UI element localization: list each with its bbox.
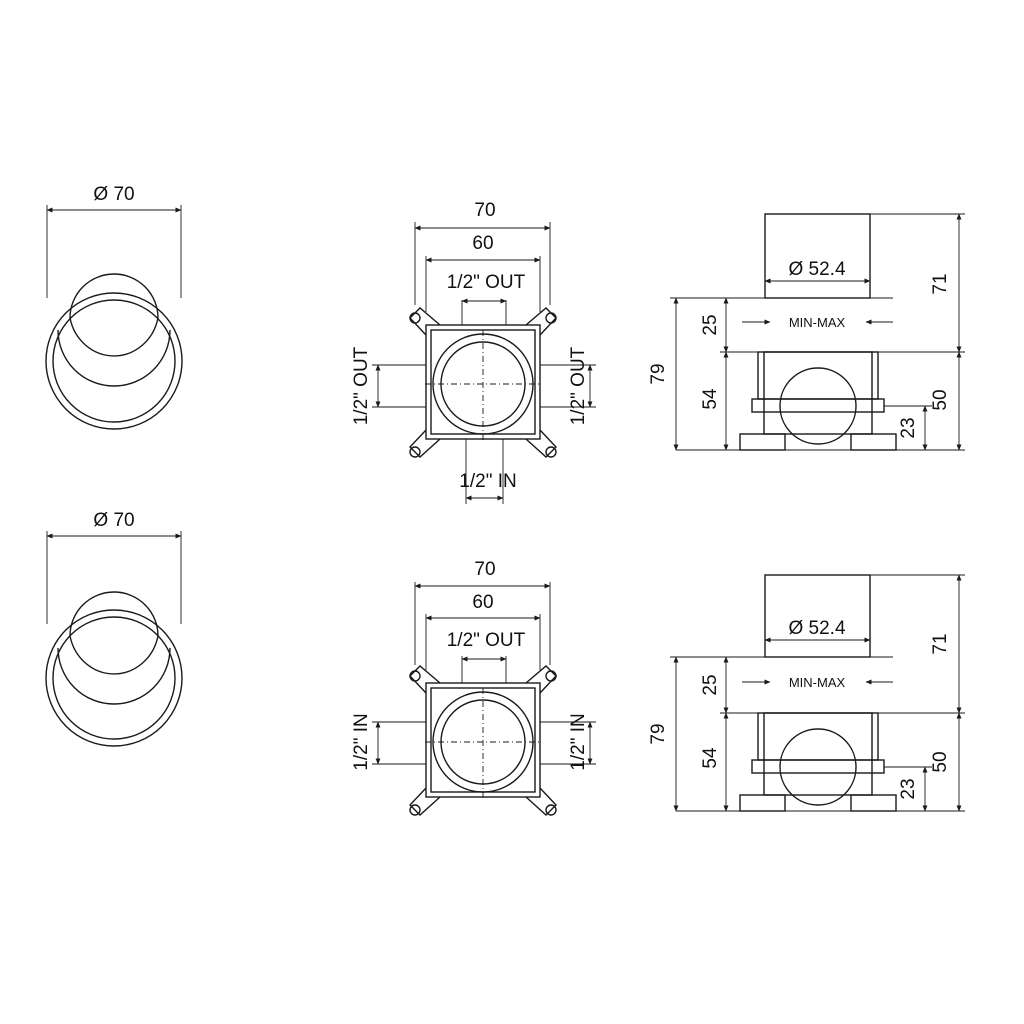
row-1: Ø 70 70 60 1/2" OUT xyxy=(45,184,965,504)
diameter-52-label: Ø 52.4 xyxy=(788,618,845,639)
height-79-label: 79 xyxy=(648,723,669,744)
knob-diameter-label: Ø 70 xyxy=(93,510,134,531)
top-port-label: 1/2" OUT xyxy=(447,630,526,651)
height-71-label: 71 xyxy=(930,273,951,294)
height-50-label: 50 xyxy=(930,751,951,772)
height-54-label: 54 xyxy=(700,388,721,410)
height-50-label: 50 xyxy=(930,389,951,410)
mounting-bracket-tl xyxy=(409,665,441,694)
knob-lever-arc xyxy=(57,329,171,387)
diameter-52-label: Ø 52.4 xyxy=(788,259,845,280)
mounting-bracket-br xyxy=(525,787,557,816)
mounting-bracket-bl xyxy=(409,787,441,816)
height-23-label: 23 xyxy=(898,417,919,438)
front-view-1: 70 60 1/2" OUT xyxy=(351,200,596,504)
row-2: Ø 70 70 60 1/2" OUT xyxy=(45,510,965,816)
mounting-bracket-tr xyxy=(525,307,557,336)
mounting-bracket-tr xyxy=(525,665,557,694)
width-60-label: 60 xyxy=(472,592,493,613)
top-port-label: 1/2" OUT xyxy=(447,272,526,293)
left-port-label: 1/2" OUT xyxy=(351,346,372,425)
height-71-label: 71 xyxy=(930,633,951,654)
side-view-1: 71 Ø 52.4 MIN-MAX 25 79 54 50 xyxy=(648,213,965,451)
knob-diameter-label: Ø 70 xyxy=(93,184,134,205)
right-port-label: 1/2" IN xyxy=(568,713,589,770)
knob-view-2: Ø 70 xyxy=(45,510,183,747)
knob-outer-ring xyxy=(45,609,183,747)
height-54-label: 54 xyxy=(700,747,721,769)
mounting-bracket-tl xyxy=(409,307,441,336)
width-60-label: 60 xyxy=(472,233,493,254)
extension-sleeve xyxy=(764,213,871,299)
port-circle xyxy=(779,367,857,445)
right-port-label: 1/2" OUT xyxy=(568,346,589,425)
knob-lever-arc xyxy=(57,647,171,705)
width-70-label: 70 xyxy=(474,200,495,221)
side-view-2: 71 Ø 52.4 MIN-MAX 25 79 54 50 23 xyxy=(648,574,965,812)
range-label: MIN-MAX xyxy=(789,675,846,690)
mounting-bracket-br xyxy=(525,429,557,458)
bottom-port-label: 1/2" IN xyxy=(459,471,516,492)
height-23-label: 23 xyxy=(898,778,919,799)
height-79-label: 79 xyxy=(648,363,669,384)
valve-body xyxy=(757,351,879,400)
knob-inner-ring xyxy=(52,616,176,740)
knob-view-1: Ø 70 xyxy=(45,184,183,430)
knob-outer-ring xyxy=(45,292,183,430)
port-circle xyxy=(779,728,857,806)
height-25-label: 25 xyxy=(700,314,721,335)
extension-sleeve xyxy=(764,574,871,658)
range-label: MIN-MAX xyxy=(789,315,846,330)
knob-inner-ring xyxy=(52,299,176,423)
valve-body xyxy=(757,712,879,761)
mounting-bracket-bl xyxy=(409,429,441,458)
height-25-label: 25 xyxy=(700,674,721,695)
width-70-label: 70 xyxy=(474,559,495,580)
front-view-2: 70 60 1/2" OUT 1/2" I xyxy=(351,559,596,816)
left-port-label: 1/2" IN xyxy=(351,713,372,770)
